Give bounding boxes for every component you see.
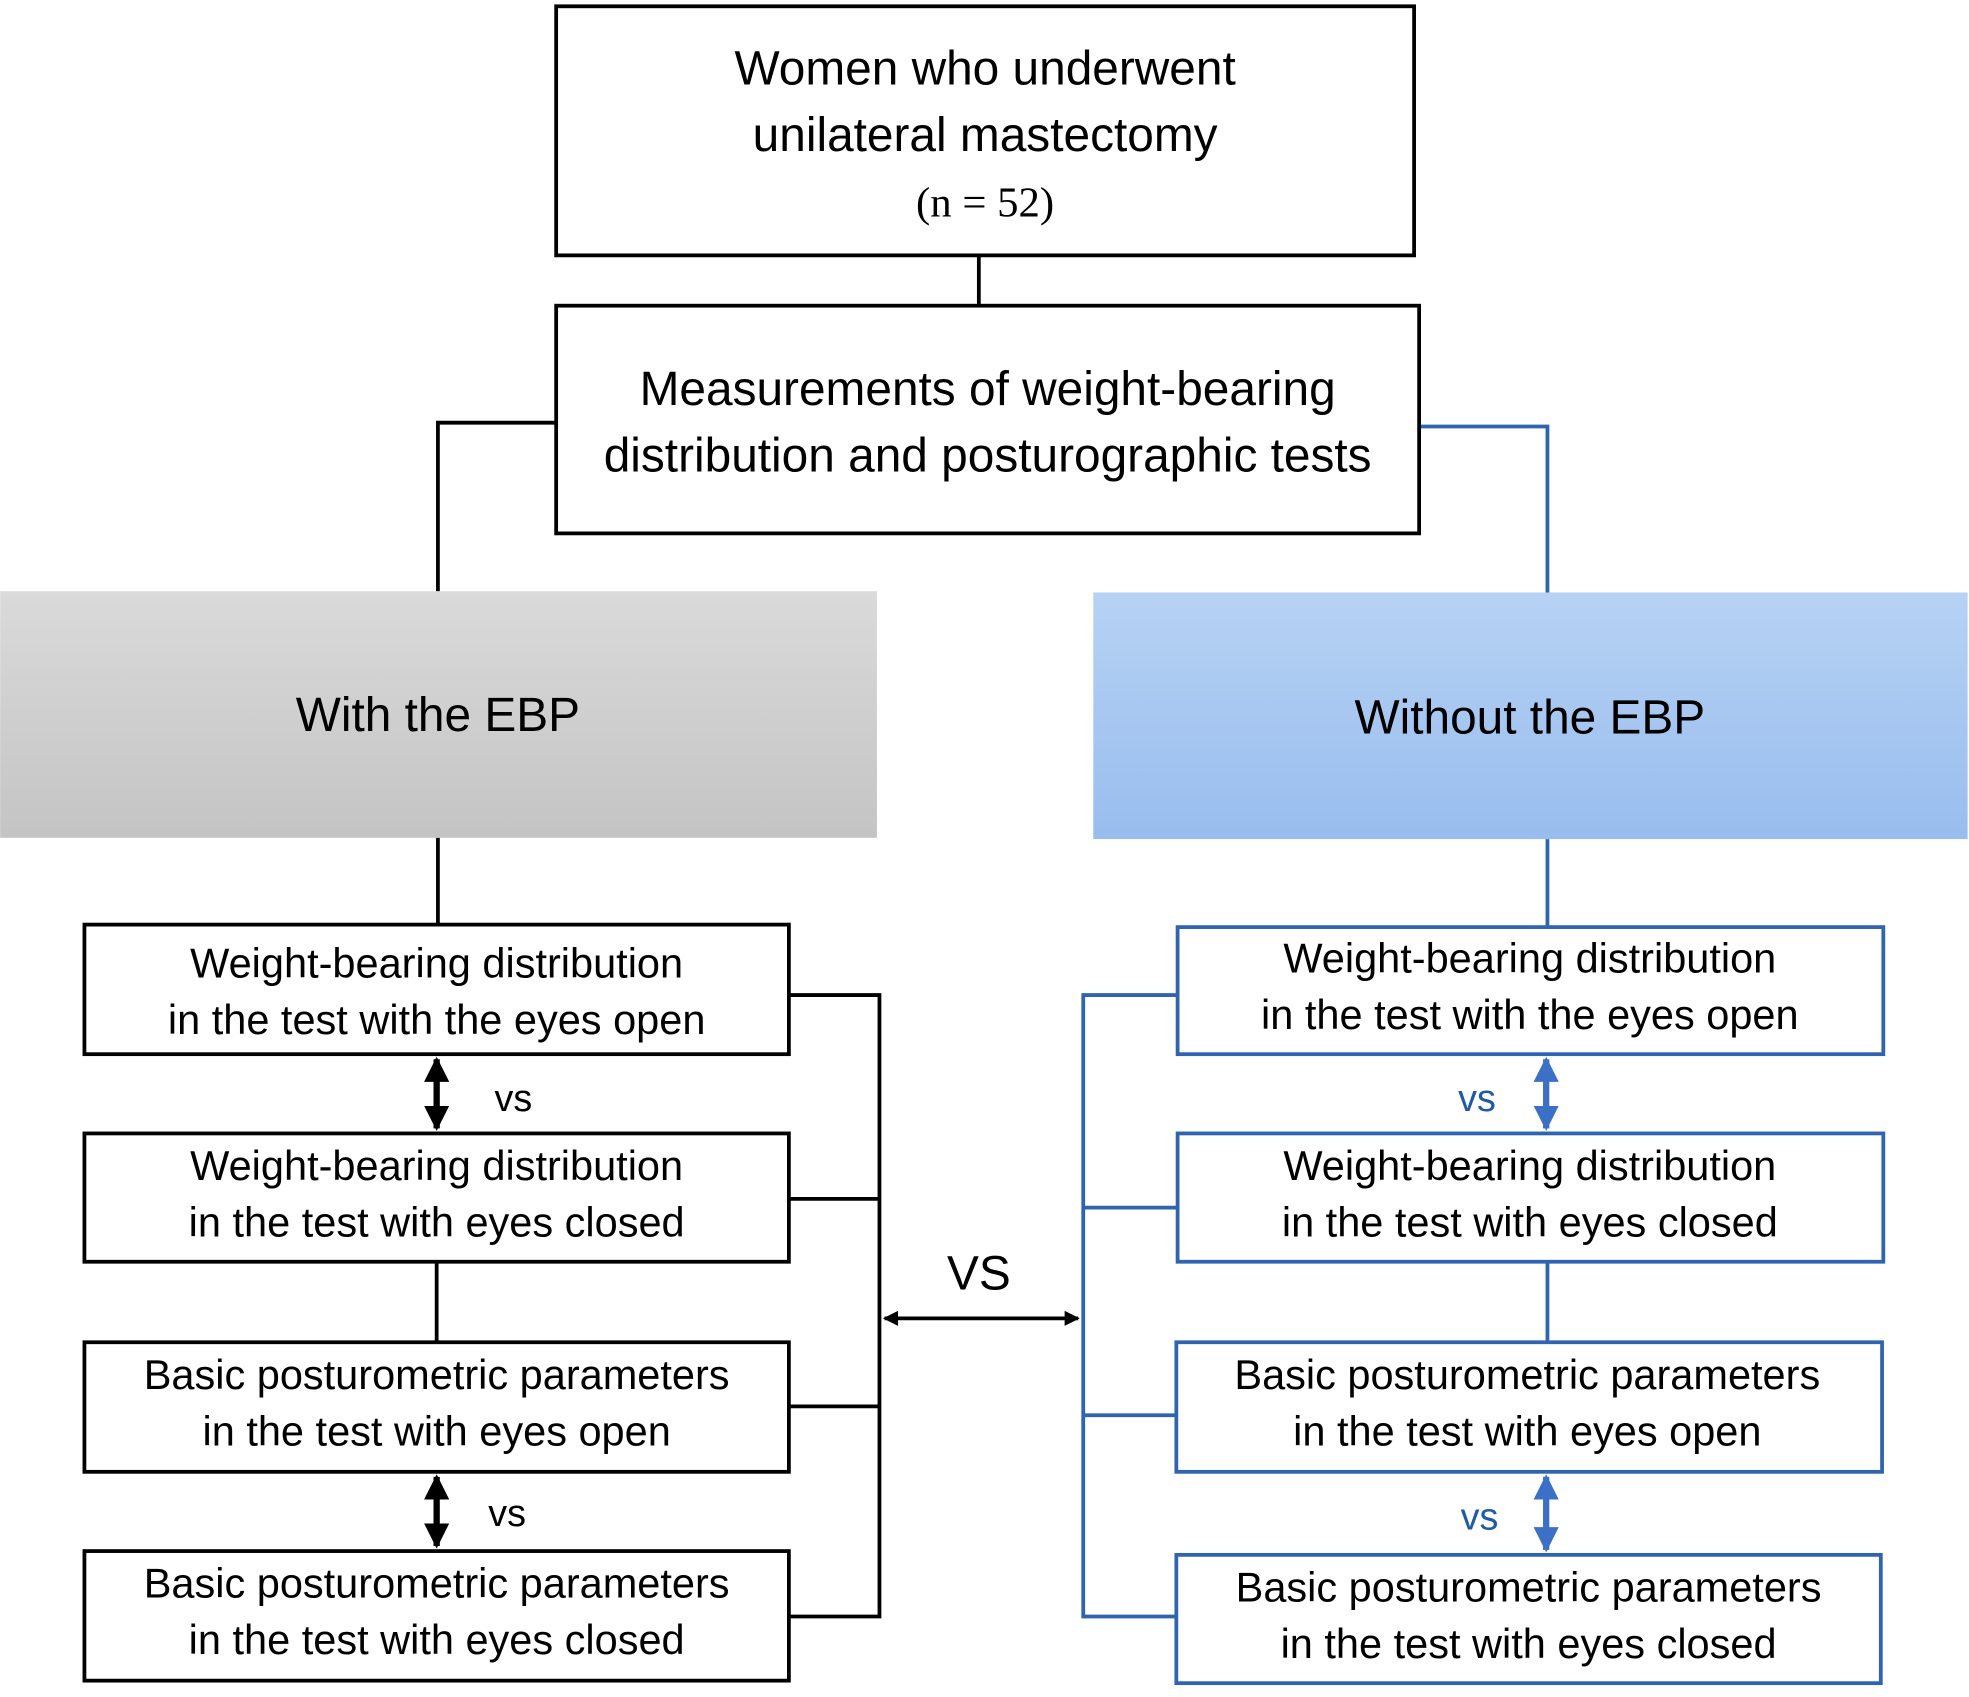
svg-text:Weight-bearing distribution: Weight-bearing distribution <box>190 939 683 986</box>
svg-text:Weight-bearing distribution: Weight-bearing distribution <box>190 1142 683 1189</box>
svg-text:Basic posturometric parameters: Basic posturometric parameters <box>1234 1351 1820 1398</box>
left-test-box-3: Basic posturometric parameters in the te… <box>82 1340 791 1474</box>
connectors-left <box>434 255 981 1619</box>
svg-text:in the test with eyes closed: in the test with eyes closed <box>1281 1620 1777 1667</box>
svg-text:Without the EBP: Without the EBP <box>1354 691 1705 744</box>
left-test-box-1: Weight-bearing distribution in the test … <box>82 922 791 1057</box>
svg-text:Women who underwent: Women who underwent <box>734 42 1235 95</box>
vs-label-left-1: vs <box>495 1077 533 1119</box>
vs-label-groups: VS <box>947 1247 1011 1300</box>
svg-text:Basic posturometric parameters: Basic posturometric parameters <box>144 1560 730 1607</box>
svg-text:in the test with eyes closed: in the test with eyes closed <box>1282 1199 1778 1246</box>
svg-text:Weight-bearing distribution: Weight-bearing distribution <box>1283 1142 1776 1189</box>
svg-text:Basic posturometric parameters: Basic posturometric parameters <box>1236 1563 1822 1610</box>
vs-label-right-2: vs <box>1461 1496 1499 1538</box>
left-test-box-4: Basic posturometric parameters in the te… <box>82 1549 791 1683</box>
with-ebp-header: With the EBP <box>0 591 877 838</box>
svg-text:Weight-bearing distribution: Weight-bearing distribution <box>1283 934 1776 981</box>
right-test-box-1: Weight-bearing distribution in the test … <box>1175 925 1886 1057</box>
connectors-right <box>1081 424 1550 1619</box>
svg-text:in the test with eyes closed: in the test with eyes closed <box>189 1616 685 1663</box>
right-test-box-4: Basic posturometric parameters in the te… <box>1174 1552 1883 1686</box>
left-test-box-2: Weight-bearing distribution in the test … <box>82 1131 791 1264</box>
svg-text:Measurements of weight-bearing: Measurements of weight-bearing <box>640 363 1336 416</box>
svg-text:Basic posturometric parameters: Basic posturometric parameters <box>144 1351 730 1398</box>
top-box: Women who underwent unilateral mastectom… <box>554 4 1416 258</box>
svg-text:in the test with the eyes open: in the test with the eyes open <box>168 996 706 1043</box>
measurements-box: Measurements of weight-bearing distribut… <box>554 303 1422 536</box>
without-ebp-header: Without the EBP <box>1093 592 1968 840</box>
svg-text:in the test with eyes open: in the test with eyes open <box>202 1407 670 1454</box>
right-test-box-2: Weight-bearing distribution in the test … <box>1175 1131 1886 1264</box>
right-test-box-3: Basic posturometric parameters in the te… <box>1174 1340 1884 1474</box>
svg-text:in the test with the eyes open: in the test with the eyes open <box>1261 991 1799 1038</box>
vs-label-left-2: vs <box>488 1492 526 1534</box>
svg-text:(n = 52): (n = 52) <box>916 179 1054 226</box>
vs-label-right-1: vs <box>1458 1077 1496 1119</box>
svg-text:in the test with eyes closed: in the test with eyes closed <box>189 1199 685 1246</box>
svg-text:unilateral mastectomy: unilateral mastectomy <box>753 109 1218 162</box>
svg-text:distribution and posturographi: distribution and posturographic tests <box>604 430 1372 483</box>
svg-text:in the test with eyes open: in the test with eyes open <box>1293 1407 1761 1454</box>
svg-text:With the EBP: With the EBP <box>296 689 580 742</box>
